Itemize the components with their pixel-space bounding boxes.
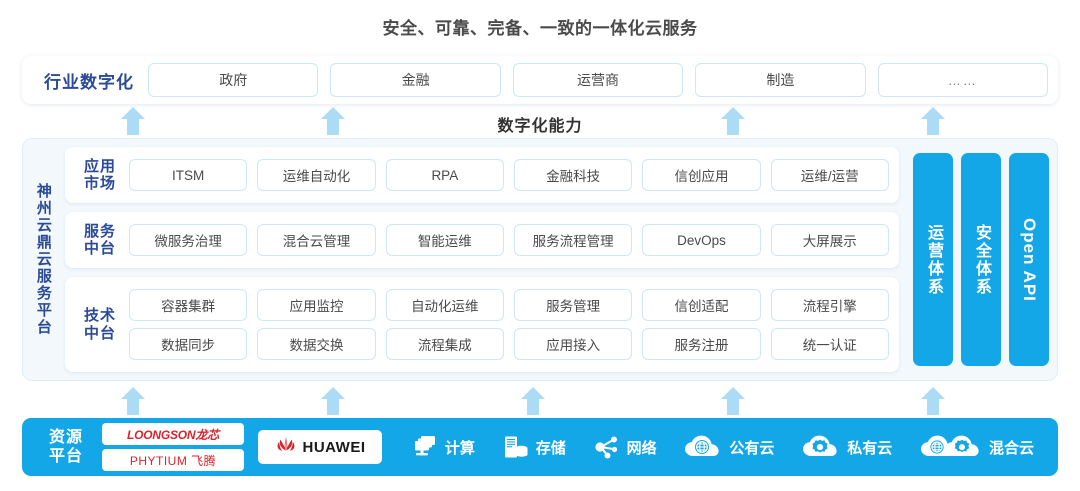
chip-data-exchange[interactable]: 数据交换 xyxy=(257,328,376,360)
chip-itsm[interactable]: ITSM xyxy=(129,159,248,191)
up-arrow-icon xyxy=(720,106,746,136)
chip-process-engine[interactable]: 流程引擎 xyxy=(770,289,889,321)
chip-devops[interactable]: DevOps xyxy=(642,224,761,256)
up-arrow-icon xyxy=(520,386,546,416)
chip-automated-ops[interactable]: 自动化运维 xyxy=(385,289,504,321)
resource-item-label: 计算 xyxy=(444,439,475,457)
resource-item-compute[interactable]: 计算 xyxy=(412,435,475,459)
huawei-wordmark: HUAWEI xyxy=(302,438,366,456)
platform-vertical-label-text: 神州云鼎云服务平台 xyxy=(34,183,52,336)
platform-panel: 神州云鼎云服务平台 应用 市场 ITSM 运维自动化 RPA 金融科技 信创应用… xyxy=(22,138,1058,381)
up-arrow-icon xyxy=(120,386,146,416)
vbar-operations-system[interactable]: 运营体系 xyxy=(913,153,953,366)
arrows-top xyxy=(0,106,1080,138)
platform-tiers: 应用 市场 ITSM 运维自动化 RPA 金融科技 信创应用 运维/运营 xyxy=(63,139,905,380)
tier-body-application-market: ITSM 运维自动化 RPA 金融科技 信创应用 运维/运营 xyxy=(129,159,889,191)
chip-fintech[interactable]: 金融科技 xyxy=(513,159,633,191)
chip-service-registry[interactable]: 服务注册 xyxy=(642,328,761,360)
resource-item-label: 私有云 xyxy=(847,439,893,457)
hybrid-cloud-icon xyxy=(920,434,982,460)
industry-items: 政府 金融 运营商 制造 …… xyxy=(148,63,1050,97)
up-arrow-icon xyxy=(120,106,146,136)
chip-container-cluster[interactable]: 容器集群 xyxy=(129,289,248,321)
chip-app-monitoring[interactable]: 应用监控 xyxy=(257,289,376,321)
up-arrow-icon xyxy=(320,386,346,416)
tier-label-technology-platform: 技术 中台 xyxy=(83,307,116,342)
storage-icon xyxy=(503,435,529,459)
chip-large-screen-display[interactable]: 大屏展示 xyxy=(770,224,889,256)
compute-icon xyxy=(412,435,438,459)
vbar-security-system[interactable]: 安全体系 xyxy=(961,153,1001,366)
huawei-logo: HUAWEI xyxy=(258,430,382,464)
up-arrow-icon xyxy=(920,106,946,136)
resource-item-label: 公有云 xyxy=(729,439,775,457)
private-cloud-icon xyxy=(802,434,840,460)
phytium-logo: PHYTIUM 飞腾 xyxy=(102,449,244,471)
chip-ops-automation[interactable]: 运维自动化 xyxy=(257,159,376,191)
industry-item-government[interactable]: 政府 xyxy=(148,63,319,97)
up-arrow-icon xyxy=(720,386,746,416)
chip-unified-auth[interactable]: 统一认证 xyxy=(770,328,889,360)
page-title: 安全、可靠、完备、一致的一体化云服务 xyxy=(382,19,698,38)
up-arrow-icon xyxy=(920,386,946,416)
chip-process-integration[interactable]: 流程集成 xyxy=(385,328,504,360)
industry-row: 行业数字化 政府 金融 运营商 制造 …… xyxy=(22,56,1058,104)
tier-body-technology-platform: 容器集群 应用监控 自动化运维 服务管理 信创适配 流程引擎 数据同步 数据交换… xyxy=(129,289,889,360)
industry-item-operator[interactable]: 运营商 xyxy=(512,63,684,97)
chip-ops-operations[interactable]: 运维/运营 xyxy=(770,159,889,191)
resource-platform-label: 资源 平台 xyxy=(48,428,83,465)
industry-item-finance[interactable]: 金融 xyxy=(330,63,501,97)
tier-row: 微服务治理 混合云管理 智能运维 服务流程管理 DevOps 大屏展示 xyxy=(129,224,889,256)
chip-xinchuang-app[interactable]: 信创应用 xyxy=(642,159,761,191)
tier-row: ITSM 运维自动化 RPA 金融科技 信创应用 运维/运营 xyxy=(129,159,889,191)
huawei-flower-icon xyxy=(275,435,297,460)
tier-technology-platform: 技术 中台 容器集群 应用监控 自动化运维 服务管理 信创适配 流程引擎 数据同… xyxy=(65,277,899,372)
tier-service-platform: 服务 中台 微服务治理 混合云管理 智能运维 服务流程管理 DevOps 大屏展… xyxy=(65,212,899,268)
chip-app-access[interactable]: 应用接入 xyxy=(513,328,633,360)
chip-service-process-mgmt[interactable]: 服务流程管理 xyxy=(513,224,633,256)
chip-rpa[interactable]: RPA xyxy=(385,159,504,191)
tier-row: 容器集群 应用监控 自动化运维 服务管理 信创适配 流程引擎 xyxy=(129,289,889,321)
tier-body-service-platform: 微服务治理 混合云管理 智能运维 服务流程管理 DevOps 大屏展示 xyxy=(129,224,889,256)
arrows-bottom xyxy=(0,386,1080,418)
capability-label: 数字化能力 xyxy=(497,118,583,135)
platform-vertical-bars: 运营体系 安全体系 Open API xyxy=(905,139,1057,380)
resource-item-hybrid-cloud[interactable]: 混合云 xyxy=(920,434,1034,460)
chip-vendor-logos: LOONGSON龙芯 PHYTIUM 飞腾 xyxy=(102,423,244,471)
resource-items: 计算 xyxy=(382,434,1048,460)
tier-row: 数据同步 数据交换 流程集成 应用接入 服务注册 统一认证 xyxy=(129,328,889,360)
resource-item-private-cloud[interactable]: 私有云 xyxy=(802,434,892,460)
resource-item-label: 网络 xyxy=(626,439,657,457)
up-arrow-icon xyxy=(320,106,346,136)
vbar-open-api[interactable]: Open API xyxy=(1009,153,1049,366)
network-icon xyxy=(594,435,620,459)
chip-intelligent-ops[interactable]: 智能运维 xyxy=(385,224,504,256)
resource-item-label: 混合云 xyxy=(989,439,1035,457)
chip-xinchuang-adaptation[interactable]: 信创适配 xyxy=(642,289,761,321)
resource-item-storage[interactable]: 存储 xyxy=(503,435,566,459)
chip-data-sync[interactable]: 数据同步 xyxy=(129,328,248,360)
resource-item-public-cloud[interactable]: 公有云 xyxy=(684,434,774,460)
public-cloud-icon xyxy=(684,434,722,460)
chip-service-mgmt[interactable]: 服务管理 xyxy=(513,289,633,321)
resource-item-network[interactable]: 网络 xyxy=(594,435,657,459)
resource-item-label: 存储 xyxy=(535,439,566,457)
tier-label-service-platform: 服务 中台 xyxy=(83,222,116,257)
loongson-logo: LOONGSON龙芯 xyxy=(102,423,244,445)
industry-row-label: 行业数字化 xyxy=(44,72,134,92)
tier-label-application-market: 应用 市场 xyxy=(83,157,116,192)
industry-item-more[interactable]: …… xyxy=(877,63,1049,97)
chip-microservice-governance[interactable]: 微服务治理 xyxy=(129,224,248,256)
resource-platform-bar: 资源 平台 LOONGSON龙芯 PHYTIUM 飞腾 HUAWEI xyxy=(22,418,1058,476)
platform-vertical-label: 神州云鼎云服务平台 xyxy=(23,139,63,380)
industry-item-manufacturing[interactable]: 制造 xyxy=(695,63,866,97)
chip-hybrid-cloud-mgmt[interactable]: 混合云管理 xyxy=(257,224,376,256)
tier-application-market: 应用 市场 ITSM 运维自动化 RPA 金融科技 信创应用 运维/运营 xyxy=(65,147,899,203)
